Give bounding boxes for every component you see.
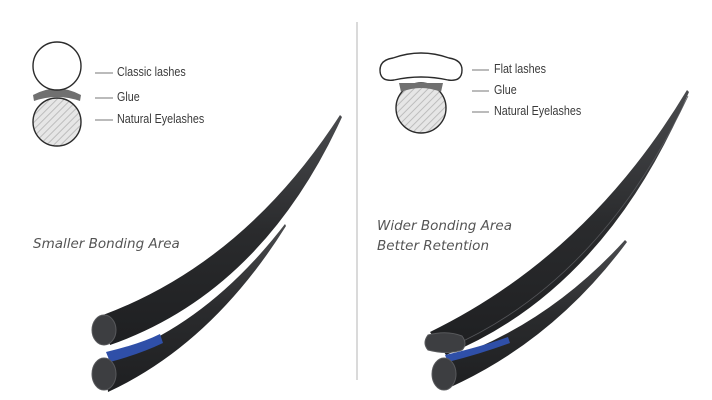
natural-lash-end-right <box>431 357 457 391</box>
classic-lash-end <box>91 314 117 346</box>
glue-band-right <box>445 337 510 362</box>
natural-eyelashes-label-right: Natural Eyelashes <box>494 104 582 118</box>
glue-label-right: Glue <box>494 83 517 97</box>
natural-lash-end-left <box>91 357 117 391</box>
natural-eyelash-circle <box>32 97 82 147</box>
flat-lash-cross-section <box>379 52 489 134</box>
classic-lash-body <box>103 115 342 345</box>
right-caption-line-1: Wider Bonding Area <box>377 218 512 234</box>
flat-lash-shape <box>379 52 463 81</box>
glue-layer-right <box>399 83 443 92</box>
flat-lash-end <box>424 332 466 353</box>
natural-lash-body-right <box>440 240 627 390</box>
flat-lash-illustration <box>424 90 689 391</box>
natural-eyelashes-label: Natural Eyelashes <box>117 112 205 126</box>
classic-lash-illustration <box>91 115 342 392</box>
classic-lashes-label: Classic lashes <box>117 65 186 79</box>
glue-band-left <box>106 334 163 362</box>
flat-lash-body <box>430 90 689 355</box>
left-caption: Smaller Bonding Area <box>33 234 180 254</box>
left-caption-line: Smaller Bonding Area <box>33 236 180 252</box>
classic-lash-circle <box>32 41 82 91</box>
right-caption-line-2: Better Retention <box>377 238 490 254</box>
right-caption: Wider Bonding Area Better Retention <box>377 216 512 256</box>
flat-lashes-label: Flat lashes <box>494 62 546 76</box>
natural-lash-body-left <box>104 224 286 392</box>
glue-label: Glue <box>117 90 140 104</box>
classic-lash-cross-section <box>32 41 113 147</box>
glue-layer <box>33 88 81 101</box>
